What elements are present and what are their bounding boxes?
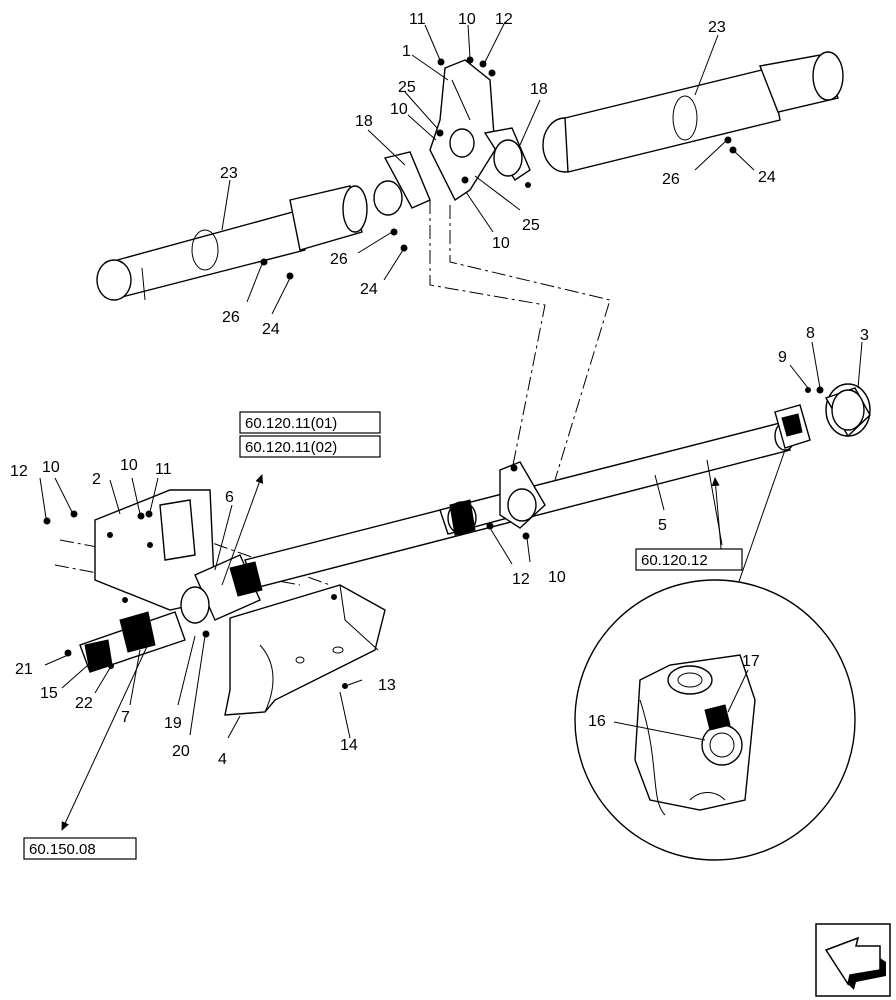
callout-26-mid: 26 [330,251,348,268]
callout-12-top: 12 [495,11,513,28]
callout-11-top: 11 [409,11,426,28]
callout-10-plate: 10 [120,457,138,474]
universal-joint-lower [64,611,186,673]
callout-25-b: 25 [522,217,540,234]
callout-23-left: 23 [220,165,238,182]
callout-10-c: 10 [492,235,510,252]
callout-26-right: 26 [662,171,680,188]
callout-5: 5 [658,517,667,534]
next-page-arrow-icon[interactable] [815,923,891,997]
bearing-half-right [483,127,531,181]
callout-8: 8 [806,325,815,342]
callout-22: 22 [75,695,93,712]
callout-4: 4 [218,751,227,768]
reference-60-120-12[interactable]: 60.120.12 [635,548,743,571]
detail-view-cross-and-bearing [574,579,856,861]
callout-2: 2 [92,471,101,488]
reference-60-150-08[interactable]: 60.150.08 [23,837,137,860]
reference-60-120-11-02[interactable]: 60.120.11(02) [239,435,381,458]
callout-1: 1 [402,43,411,60]
svg-text:60.120.11(01): 60.120.11(01) [245,415,337,432]
callout-21: 21 [15,661,33,678]
reference-60-120-11-01[interactable]: 60.120.11(01) [239,411,381,434]
callout-16: 16 [588,713,606,730]
shield-ring [824,383,871,438]
svg-text:60.120.11(02): 60.120.11(02) [245,439,337,456]
callout-26-left: 26 [222,309,240,326]
callout-6: 6 [225,489,234,506]
callout-7: 7 [121,709,130,726]
callout-25-a: 25 [398,79,416,96]
drive-shaft-tube-right [542,51,844,173]
callout-24-left: 24 [262,321,280,338]
callout-18-left: 18 [355,113,373,130]
callout-3: 3 [860,327,869,344]
callout-10-top: 10 [458,11,476,28]
callout-10-left: 10 [42,459,60,476]
callout-15: 15 [40,685,58,702]
callout-10-b: 10 [390,101,408,118]
hanger-bearing [499,461,546,529]
universal-joint-right [774,404,811,449]
driveline-shield [224,584,386,716]
callout-20: 20 [172,743,190,760]
callout-24-right: 24 [758,169,776,186]
callout-10-mid: 10 [548,569,566,586]
callout-14: 14 [340,737,358,754]
svg-text:60.150.08: 60.150.08 [29,841,96,858]
svg-text:60.120.12: 60.120.12 [641,552,708,569]
drive-shaft-tube-left [96,185,368,301]
gearbox-coupler [180,554,263,624]
universal-joint-center [447,499,477,536]
callout-23-right: 23 [708,19,726,36]
callout-18-right: 18 [530,81,548,98]
callout-9: 9 [778,349,787,366]
callout-12-left: 12 [10,463,28,480]
bearing-half-left [373,151,431,216]
callout-19: 19 [164,715,182,732]
callout-12-mid: 12 [512,571,530,588]
mounting-plate [94,489,216,611]
callout-13: 13 [378,677,396,694]
hanger-bracket [429,59,496,202]
callout-17: 17 [742,653,760,670]
callout-11-plate: 11 [155,461,172,478]
callout-24-mid: 24 [360,281,378,298]
